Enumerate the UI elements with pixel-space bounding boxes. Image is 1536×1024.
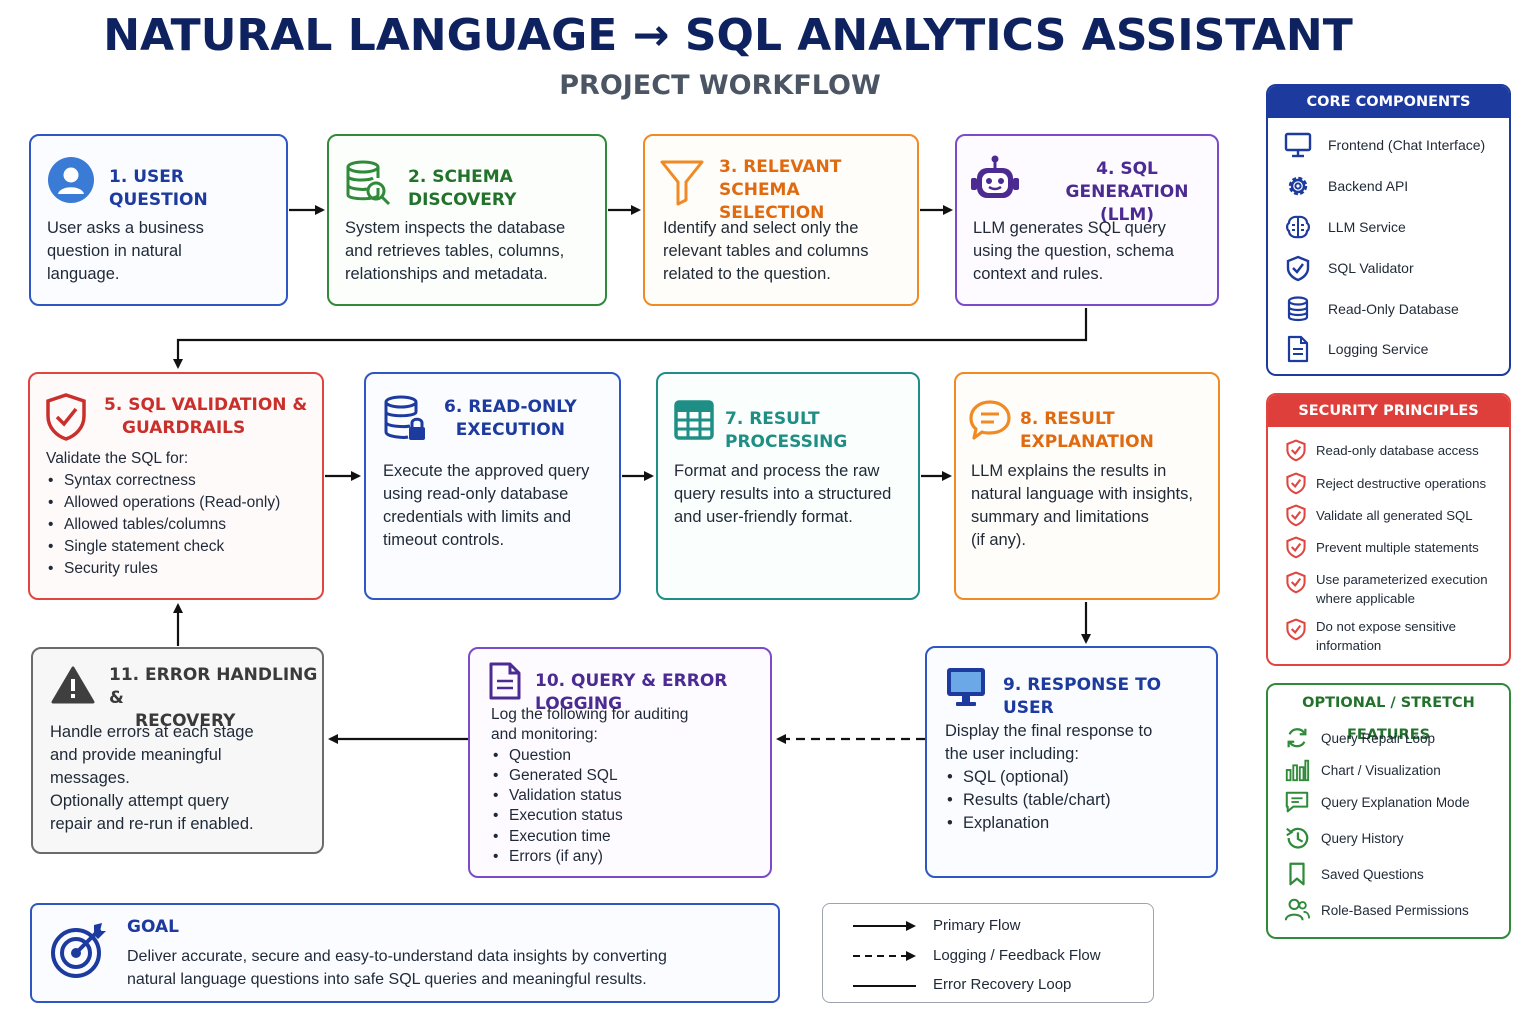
step-5-text: Validate the SQL for: Syntax correctness… [46, 448, 280, 580]
shield-check-icon [1286, 472, 1306, 495]
target-icon [51, 923, 106, 978]
step-4-title: 4. SQL GENERATION(LLM) [1065, 159, 1189, 225]
legend-panel: Primary Flow Logging / Feedback Flow Err… [822, 903, 1154, 1003]
legend-primary-flow: Primary Flow [933, 917, 1021, 934]
history-icon [1286, 827, 1309, 849]
optional-features-panel: OPTIONAL / STRETCH FEATURES Query Repair… [1266, 683, 1511, 939]
shield-check-icon [1286, 255, 1310, 282]
message-icon [1285, 791, 1309, 813]
document-icon [489, 662, 521, 700]
core-item-label: Frontend (Chat Interface) [1328, 137, 1486, 153]
optional-features-heading: OPTIONAL / STRETCH FEATURES [1268, 687, 1509, 743]
shield-check-icon [1286, 618, 1306, 641]
core-components-panel: CORE COMPONENTS Frontend (Chat Interface… [1266, 84, 1511, 376]
monitor-icon [947, 668, 985, 706]
shield-check-icon [46, 393, 86, 441]
brain-icon [1286, 215, 1310, 239]
document-icon [1287, 335, 1309, 363]
step-9-response-to-user: 9. RESPONSE TO USER Display the final re… [925, 646, 1218, 878]
core-item-label: Logging Service [1328, 341, 1429, 357]
step-8-title: 8. RESULT EXPLANATION [1020, 409, 1154, 452]
arrow-4-5 [173, 308, 1088, 369]
table-icon [674, 400, 714, 440]
security-principles-heading: SECURITY PRINCIPLES [1268, 395, 1509, 427]
gear-icon [1288, 176, 1308, 196]
goal-text: Deliver accurate, secure and easy-to-und… [127, 948, 667, 988]
diagram-title: NATURAL LANGUAGE → SQL ANALYTICS ASSISTA… [103, 10, 1353, 61]
step-2-title: 2. SCHEMA DISCOVERY [408, 167, 517, 210]
step-9-title: 9. RESPONSE TO USER [1003, 675, 1162, 718]
shield-check-icon [1286, 504, 1306, 527]
refresh-icon [1287, 728, 1307, 748]
shield-check-icon [1286, 536, 1306, 559]
core-item-label: Read-Only Database [1328, 301, 1459, 317]
database-lock-icon [384, 395, 425, 440]
monitor-icon [1284, 132, 1312, 158]
database-search-icon [346, 160, 391, 206]
diagram-subtitle: PROJECT WORKFLOW [559, 70, 881, 101]
step-10-query-error-logging: 10. QUERY & ERROR LOGGING Log the follow… [468, 647, 772, 878]
step-11-title: 11. ERROR HANDLING &RECOVERY [109, 665, 318, 731]
legend-error-recovery: Error Recovery Loop [933, 976, 1072, 993]
step-5-sql-validation: 5. SQL VALIDATION &GUARDRAILS Validate t… [28, 372, 324, 600]
database-icon [1287, 296, 1309, 322]
warning-icon [51, 666, 95, 704]
goal-title: GOAL [127, 917, 179, 937]
speech-bubble-icon [969, 400, 1011, 440]
shield-check-icon [1286, 571, 1306, 594]
legend-line-samples [853, 921, 916, 987]
filter-icon [660, 160, 704, 206]
user-icon [48, 157, 94, 203]
goal-panel: GOAL Deliver accurate, secure and easy-t… [30, 903, 780, 1003]
step-11-error-handling: 11. ERROR HANDLING &RECOVERY Handle erro… [31, 647, 324, 854]
step-2-schema-discovery: 2. SCHEMA DISCOVERY System inspects the … [327, 134, 607, 306]
step-8-result-explanation: 8. RESULT EXPLANATION LLM explains the r… [954, 372, 1220, 600]
step-7-title: 7. RESULT PROCESSING [725, 409, 848, 452]
legend-logging-flow: Logging / Feedback Flow [933, 947, 1101, 964]
core-components-heading: CORE COMPONENTS [1268, 86, 1509, 118]
step-5-title: 5. SQL VALIDATION &GUARDRAILS [104, 395, 308, 438]
core-item-label: SQL Validator [1328, 260, 1414, 276]
core-item-label: LLM Service [1328, 219, 1406, 235]
security-principles-panel: SECURITY PRINCIPLES Read-only database a… [1266, 393, 1511, 666]
bar-chart-icon [1285, 759, 1310, 782]
step-10-title: 10. QUERY & ERROR LOGGING [535, 671, 728, 714]
robot-icon [971, 155, 1019, 198]
users-icon [1284, 898, 1310, 921]
step-4-sql-generation: 4. SQL GENERATION(LLM) LLM generates SQL… [955, 134, 1219, 306]
shield-check-icon [1286, 439, 1306, 462]
core-item-label: Backend API [1328, 178, 1409, 194]
step-7-result-processing: 7. RESULT PROCESSING Format and process … [656, 372, 920, 600]
bookmark-icon [1289, 862, 1305, 886]
step-1-title: 1. USER QUESTION [109, 167, 208, 210]
